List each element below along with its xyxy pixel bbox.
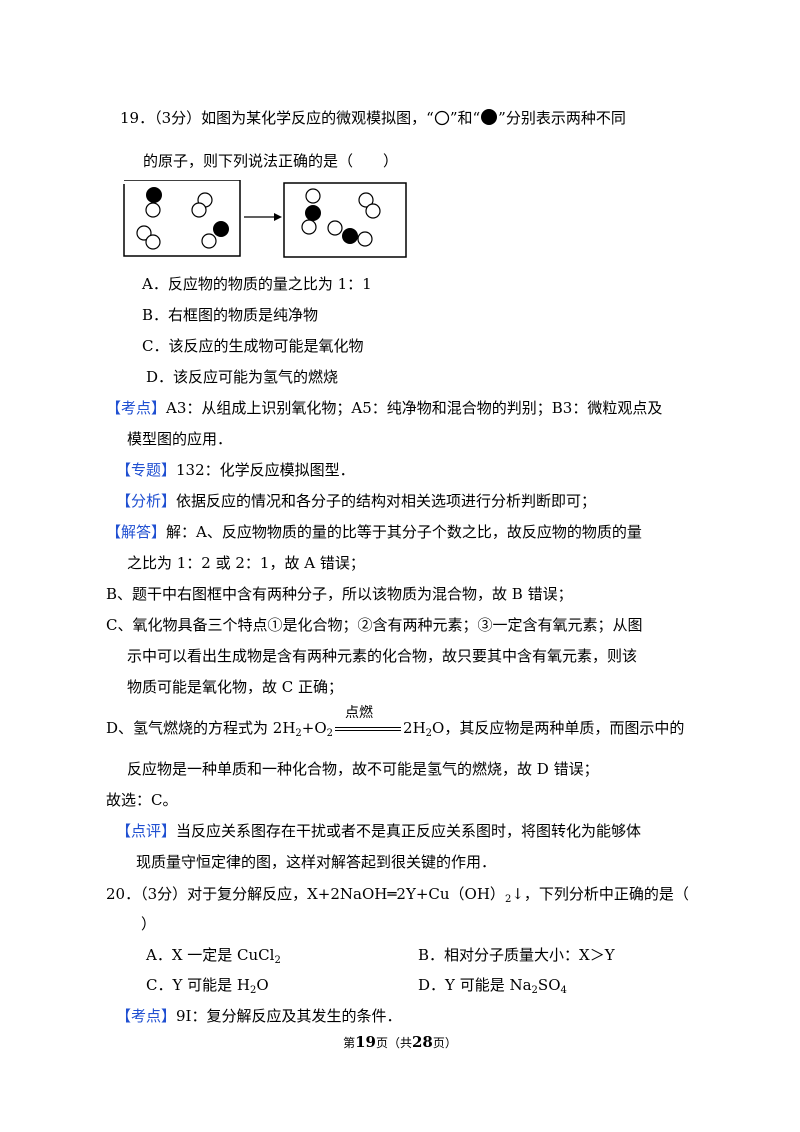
- reactant-box: [123, 180, 241, 257]
- reactant-molecule-1: [145, 187, 162, 218]
- q19-stem-line1: 19．（3分）如图为某化学反应的微观模拟图，“”和“”分别表示两种不同: [120, 108, 626, 131]
- filled-circle-icon: [480, 108, 498, 131]
- reactant-molecule-4: [201, 221, 229, 249]
- q19-jieda-answer: 故选：C。: [106, 791, 178, 809]
- reaction-diagram: [123, 180, 407, 258]
- q19-jieda-line5: 示中可以看出生成物是含有两种元素的化合物，故只要其中含有氧元素，则该: [127, 647, 638, 665]
- q19-jieda-line2: 之比为 1：2 或 2：1，故 A 错误；: [127, 554, 365, 572]
- page-footer: 第19页（共28页）: [343, 1033, 457, 1051]
- kaodian-tag: 【考点】: [106, 399, 167, 417]
- q20-stem-line1: 20．（3分）对于复分解反应，X+2NaOH═2Y+Cu（OH）2↓，下列分析中…: [106, 885, 689, 905]
- total-pages: 28: [412, 1033, 433, 1051]
- reaction-condition-equals: 点燃: [333, 705, 403, 739]
- q20-option-c[interactable]: C．Y 可能是 H2O: [146, 976, 269, 996]
- q19-kaodian-line2: 模型图的应用．: [127, 430, 233, 448]
- q19-option-c[interactable]: C．该反应的生成物可能是氧化物: [142, 337, 364, 355]
- dianping-tag: 【点评】: [116, 822, 177, 840]
- q19-dianping-line2: 现质量守恒定律的图，这样对解答起到很关键的作用．: [136, 853, 497, 871]
- hollow-circle-icon: [434, 110, 450, 131]
- q19-dianping-line1: 【点评】当反应关系图存在干扰或者不是真正反应关系图时，将图转化为能够体: [116, 822, 642, 840]
- q19-stem-line2: 的原子，则下列说法正确的是（ ）: [143, 152, 399, 170]
- q20-stem-line2: ）: [141, 915, 157, 933]
- q19-kaodian-line1: 【考点】A3：从组成上识别氧化物；A5：纯净物和混合物的判别；B3：微粒观点及: [106, 399, 663, 417]
- q19-jieda-line1: 【解答】解：A、反应物物质的量的比等于其分子个数之比，故反应物的物质的量: [106, 523, 642, 541]
- q19-jieda-line6: 物质可能是氧化物，故 C 正确；: [127, 678, 344, 696]
- q19-jieda-line3: B、题干中右图框中含有两种分子，所以该物质为混合物，故 B 错误；: [106, 585, 573, 603]
- q19-option-b[interactable]: B．右框图的物质是纯净物: [142, 306, 319, 324]
- q19-option-a[interactable]: A．反应物的物质的量之比为 1：1: [142, 275, 372, 293]
- right-arrow-icon: [244, 213, 282, 221]
- page-number: 19: [355, 1033, 376, 1051]
- product-box: [283, 182, 407, 258]
- zhuanti-tag: 【专题】: [116, 461, 177, 479]
- q19-jieda-line4: C、氧化物具备三个特点①是化合物；②含有两种元素；③一定含有氧元素；从图: [106, 616, 643, 634]
- q19-option-d[interactable]: D．该反应可能为氢气的燃烧: [146, 368, 339, 386]
- jieda-tag: 【解答】: [106, 523, 167, 541]
- product-molecule-2: [358, 192, 381, 219]
- fenxi-tag: 【分析】: [116, 492, 177, 510]
- q20-option-b[interactable]: B．相对分子质量大小：X＞Y: [418, 946, 615, 964]
- q20-kaodian: 【考点】9I：复分解反应及其发生的条件．: [116, 1007, 402, 1025]
- q19-zhuanti: 【专题】132：化学反应模拟图型．: [116, 461, 355, 479]
- reactant-molecule-3: [136, 225, 161, 250]
- q20-option-a[interactable]: A．X 一定是 CuCl2: [146, 946, 281, 966]
- q19-fenxi: 【分析】依据反应的情况和各分子的结构对相关选项进行分析判断即可；: [116, 492, 597, 510]
- reactant-molecule-2: [191, 192, 213, 218]
- product-molecule-1: [301, 188, 321, 235]
- q19-jieda-line8: 反应物是一种单质和一种化合物，故不可能是氢气的燃烧，故 D 错误；: [127, 760, 599, 778]
- product-molecule-3: [327, 220, 373, 247]
- q20-option-d[interactable]: D．Y 可能是 Na2SO4: [418, 976, 567, 996]
- kaodian-tag: 【考点】: [116, 1007, 177, 1025]
